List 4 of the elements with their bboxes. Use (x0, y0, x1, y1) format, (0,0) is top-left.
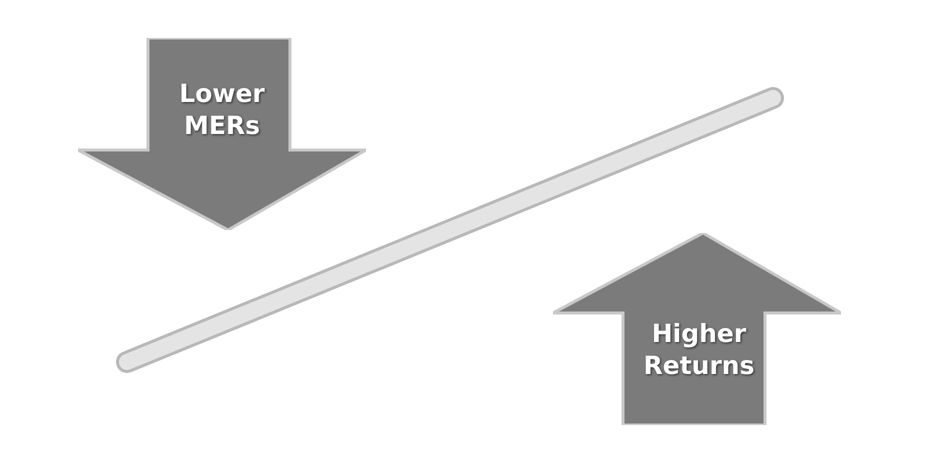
arrow-label: Lower MERs (178, 78, 266, 142)
down-arrow-shape (78, 38, 366, 230)
up-arrow-shape (553, 233, 841, 425)
arrow-label: Higher Returns (642, 318, 756, 382)
